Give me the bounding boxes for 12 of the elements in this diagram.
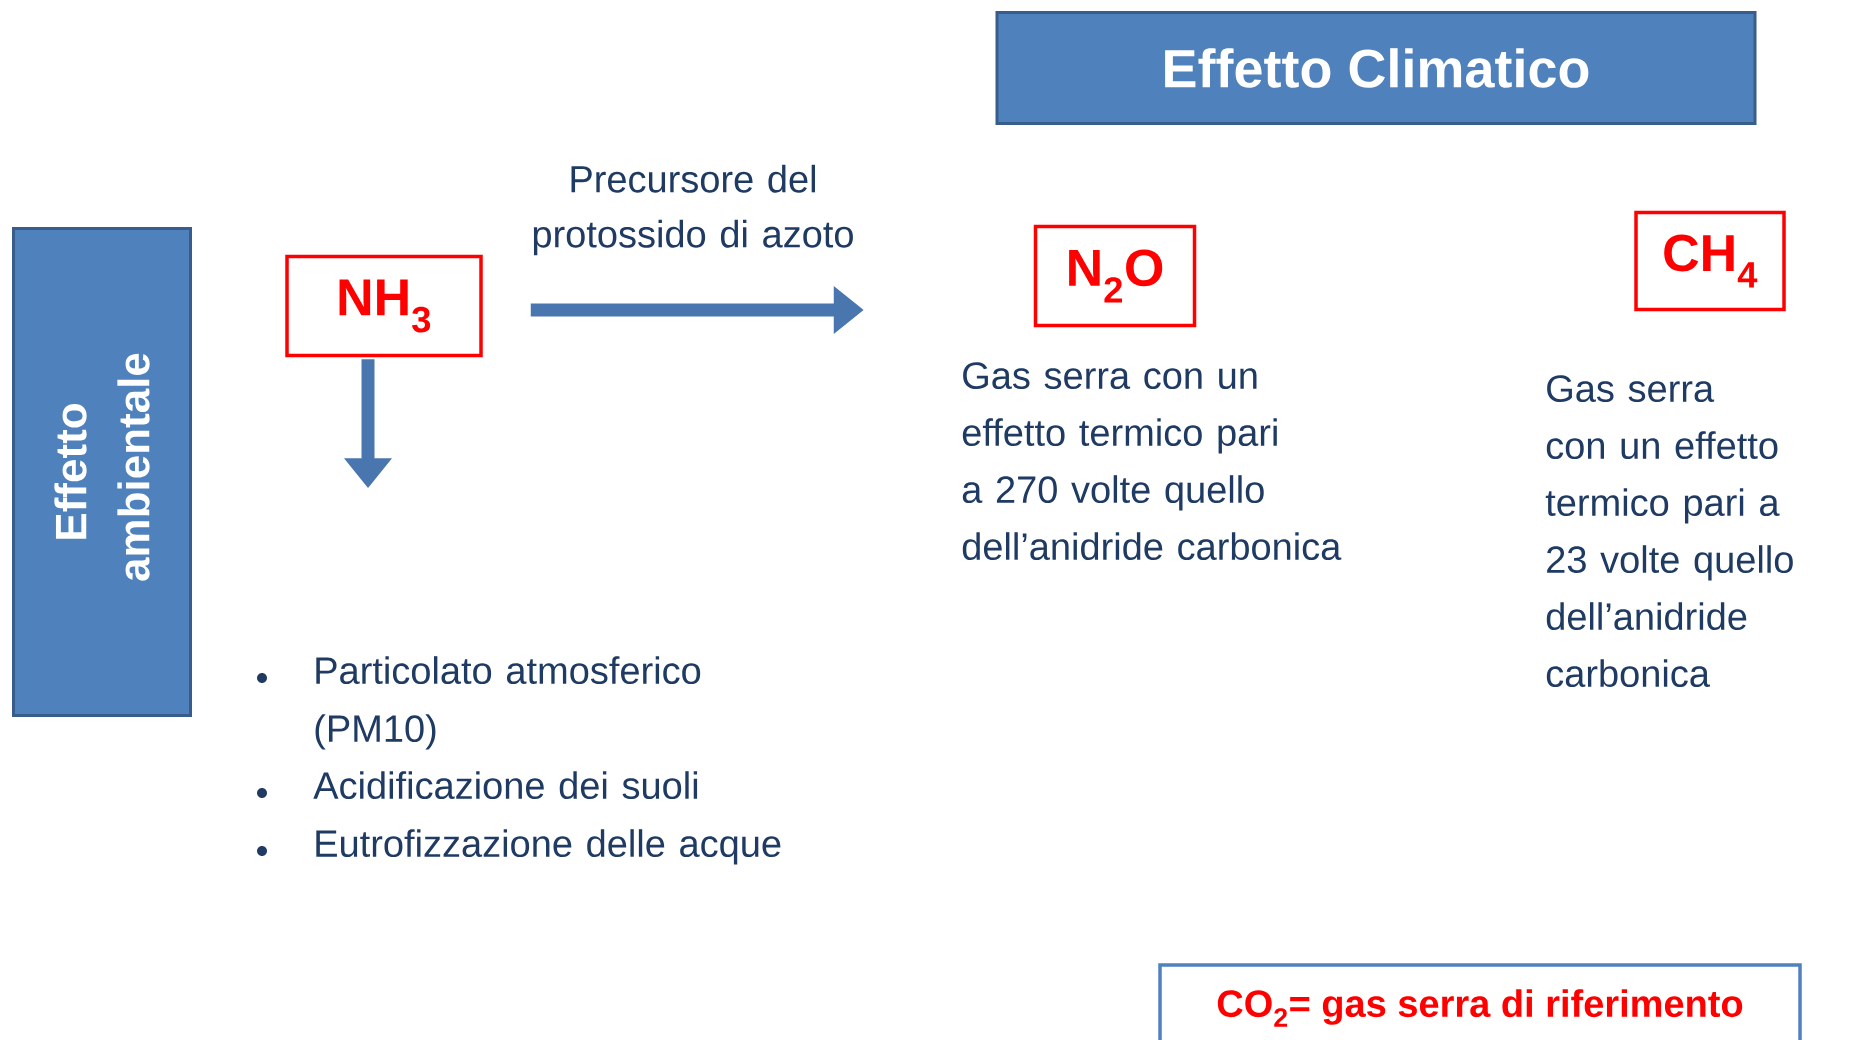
description-text: Gas serra con un effetto termico pari a 23 volte quello dell’anidride carbonica: [1545, 375, 1793, 688]
bullet-item: Acidificazione dei suoli: [313, 771, 698, 800]
side-banner: Effetto ambientale: [12, 227, 192, 717]
formula-box: NH$_{3}$: [285, 254, 483, 358]
bullet-item: Eutrofizzazione delle acque: [316, 829, 781, 865]
description-text: Gas serra con un effetto termico pari a 270 volte quello dell’anidride carbonica: [962, 362, 1342, 561]
bullet-item: Particolato atmosferico (PM10): [315, 656, 701, 750]
formula-box: CH$_{4}$: [1634, 210, 1786, 312]
formula-box: N$_{2}$O: [1033, 224, 1197, 328]
heading-banner: Effetto Climatico: [995, 11, 1757, 125]
edge-label: Precursore del protossido di azoto: [533, 164, 853, 256]
note-box: CO$_{2}$= gas serra di riferimento: [1158, 963, 1802, 1040]
